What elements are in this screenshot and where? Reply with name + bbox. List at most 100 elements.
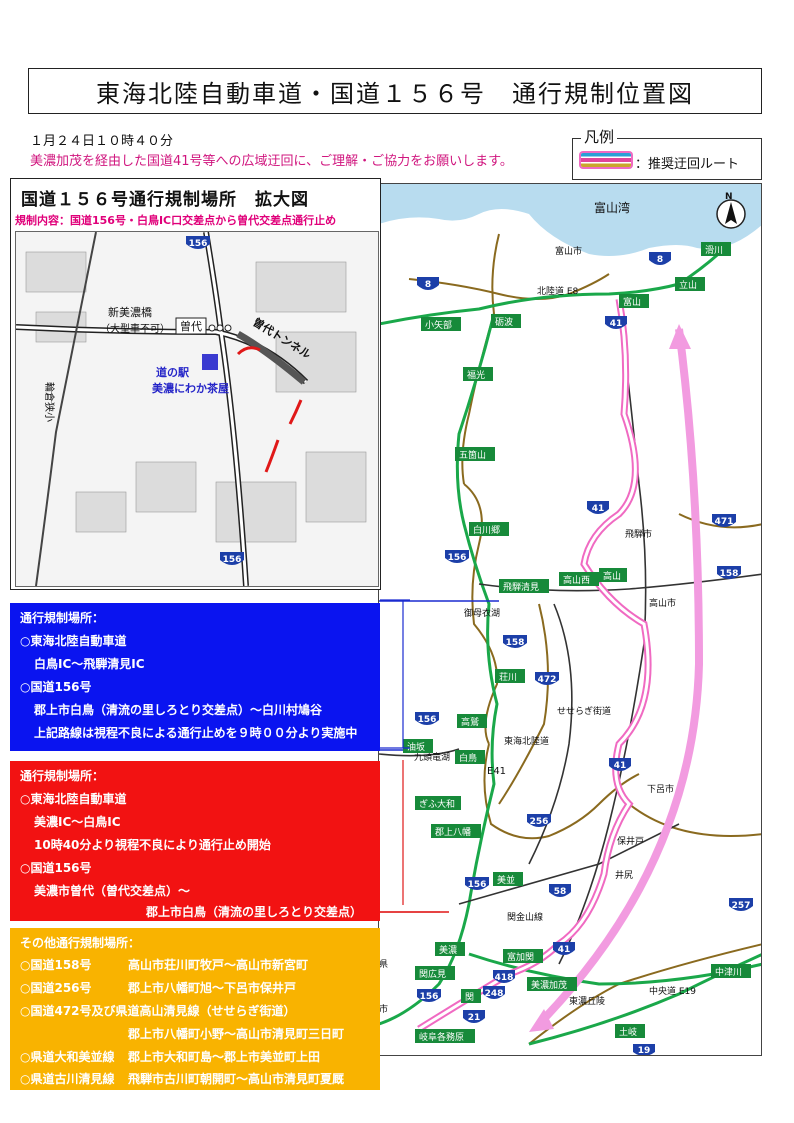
ic-box-takayama-nishi <box>559 572 599 586</box>
shield-r156b: 156 <box>418 715 437 725</box>
shield-bg <box>415 712 439 725</box>
ic-namerikawa: 滑川 <box>705 245 723 256</box>
building-block <box>75 491 127 533</box>
shield-r19: 19 <box>638 1046 651 1056</box>
building-block <box>135 461 197 513</box>
boundary-line <box>498 603 549 805</box>
inset-map-area: 156 156 新美濃橋 （大型車不可） 曽代 曽代トンネル 道の駅 美濃にわか… <box>15 231 379 587</box>
other-route-5: ○県道大和美並線 <box>20 1050 115 1064</box>
label-seseragi: せせらぎ街道 <box>557 705 611 717</box>
shield-r158b: 158 <box>506 638 525 648</box>
signal-icon <box>224 324 232 332</box>
red-line-6: 郡上市白鳥（清流の里しろとり交差点） <box>146 905 363 919</box>
label-ken: 県 <box>379 959 388 970</box>
ic-nakatsugawa: 中津川 <box>715 966 742 978</box>
boundary-line <box>678 513 761 529</box>
ic-tateyama: 立山 <box>679 279 697 291</box>
ic-tonami: 砺波 <box>495 316 513 328</box>
legend-detour-swatch <box>581 153 631 167</box>
red-line-1: ○東海北陸自動車道 <box>20 792 127 806</box>
blue-line-2: 白鳥IC～飛騨清見IC <box>34 657 145 671</box>
ic-gujo-hachiman: 郡上八幡 <box>435 826 471 838</box>
shield-bg <box>609 758 631 771</box>
legend-title: 凡例 <box>581 126 618 147</box>
label-shi: 市 <box>379 1003 388 1015</box>
building-block <box>275 331 357 393</box>
shield-r41b: 41 <box>592 504 605 514</box>
route-256 <box>458 823 680 905</box>
red-line-4: ○国道156号 <box>20 861 92 875</box>
shield-r41a: 41 <box>610 319 623 329</box>
ic-box-oyabe <box>421 317 461 331</box>
label-miboro: 御母衣湖 <box>464 607 500 619</box>
hokuriku-expressway <box>379 242 731 326</box>
ic-takayama: 高山 <box>603 570 621 582</box>
arrow-head-north <box>669 324 691 349</box>
detour-direction-arrow <box>536 328 704 1027</box>
inset-subtitle: 規制内容：国道156号・白鳥IC口交差点から曽代交差点通行止め <box>15 214 337 227</box>
shield-bg <box>465 877 489 890</box>
other-section-6: 飛騨市古川町朝開町～高山市清見町夏厩 <box>128 1072 345 1086</box>
boundary-line <box>483 743 640 840</box>
ic-box-minokamo <box>527 977 577 991</box>
building-block <box>25 251 87 293</box>
blue-line-4: 郡上市白鳥（清流の里しろとり交差点）～白川村鳩谷 <box>34 703 323 717</box>
shield-r158a: 158 <box>720 569 739 579</box>
closure-panel-blue: 通行規制場所： ○東海北陸自動車道 白鳥IC～飛騨清見IC ○国道156号 郡上… <box>10 603 380 751</box>
red-heading: 通行規制場所： <box>20 769 105 783</box>
closure-inset-map: 国道１５６号通行規制場所 拡大図 規制内容：国道156号・白鳥IC口交差点から曽… <box>10 178 381 590</box>
building-block <box>215 481 297 543</box>
label-hida-city: 飛騨市 <box>625 528 652 540</box>
red-line-3: 10時40分より視程不良により通行止め開始 <box>34 838 271 852</box>
ic-aburazaka: 油坂 <box>407 741 425 753</box>
inset-shield-156-bottom: 156 <box>223 555 242 565</box>
shield-r156d: 156 <box>420 992 439 1002</box>
ic-box-shokawa <box>495 669 525 683</box>
inset-map-svg: 156 156 新美濃橋 （大型車不可） 曽代 曽代トンネル 道の駅 美濃にわか… <box>16 232 367 586</box>
shield-bg <box>186 236 210 249</box>
shield-r257: 257 <box>732 901 751 911</box>
ic-box-toyama <box>619 294 649 308</box>
shield-r256: 256 <box>530 817 549 827</box>
label-ijiri: 井尻 <box>615 869 633 881</box>
ic-box-fukumitsu <box>463 367 493 381</box>
blue-line-5: 上記路線は視程不良による通行止めを９時００分より実施中 <box>34 726 358 740</box>
ic-box-toki <box>615 1024 645 1038</box>
shield-bg <box>605 316 627 329</box>
michinoeki-icon <box>202 354 218 370</box>
river-label: 輪倉狭小 <box>43 382 56 422</box>
red-line-5: 美濃市曽代（曽代交差点）～ <box>34 884 191 898</box>
inset-title: 国道１５６号通行規制場所 拡大図 <box>21 190 309 210</box>
route-472 <box>528 603 573 865</box>
ic-shokawa: 荘川 <box>499 672 517 683</box>
ic-box-sekihiromi <box>415 966 455 980</box>
red-line-2: 美濃IC～白鳥IC <box>34 815 121 829</box>
shield-r248: 248 <box>485 989 504 999</box>
other-route-3: ○国道472号及び県道高山清見線（せせらぎ街道） <box>20 1004 296 1018</box>
ic-box-seki <box>461 989 481 1003</box>
closure-panel-red: 通行規制場所： ○東海北陸自動車道 美濃IC～白鳥IC 10時40分より視程不良… <box>10 761 380 921</box>
label-kuzuryu: 九頭竜湖 <box>414 751 450 763</box>
ic-box-minami <box>493 872 523 886</box>
signal-icon <box>216 324 224 332</box>
toyama-bay <box>379 184 761 256</box>
ic-hida-kiyomi: 飛騨清見 <box>503 581 539 593</box>
ic-box-gujo-hachiman <box>431 824 481 838</box>
label-hoido: 保井戸 <box>617 835 644 847</box>
other-section-4: 郡上市八幡町小野～高山市清見町三日町 <box>128 1027 345 1041</box>
shield-bg <box>535 672 559 685</box>
ic-box-aburazaka <box>403 739 433 753</box>
shield-bg <box>417 989 441 1002</box>
michinoeki-name: 美濃にわか茶屋 <box>152 381 229 395</box>
blue-line-3: ○国道156号 <box>20 680 92 694</box>
ic-box-gokayama <box>455 447 495 461</box>
ic-toki: 土岐 <box>619 1026 637 1038</box>
timestamp: １月２４日１０時４０分 <box>30 134 174 149</box>
shield-bg <box>527 814 551 827</box>
shield-r58: 58 <box>554 887 567 897</box>
label-toyama-bay: 富山湾 <box>594 200 630 215</box>
ic-mino: 美濃 <box>439 944 457 956</box>
shield-bg <box>712 514 736 527</box>
intersection-label: 曽代 <box>180 319 202 333</box>
ic-gifu-kakamigahara: 岐阜各務原 <box>419 1031 464 1043</box>
